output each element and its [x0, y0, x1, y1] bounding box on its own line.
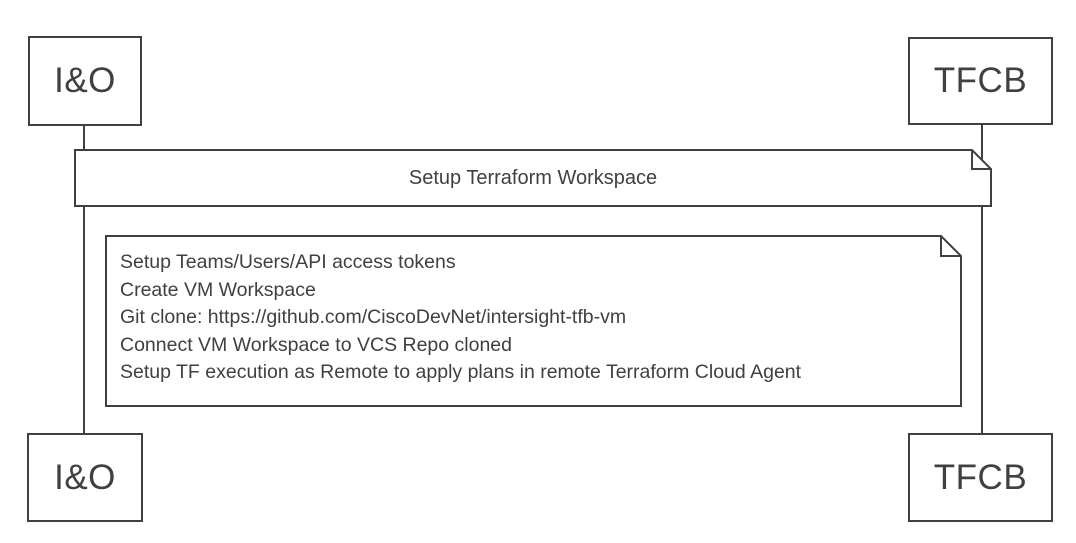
folded-corner-icon — [940, 236, 961, 257]
note-outline — [105, 235, 962, 407]
banner-note: Setup Terraform Workspace — [74, 149, 992, 207]
steps-note-shape — [105, 235, 962, 407]
steps-note-text: Setup Teams/Users/API access tokens Crea… — [120, 249, 938, 387]
lifeline-io — [83, 126, 85, 433]
note-line: Create VM Workspace — [120, 278, 316, 301]
note-line: Connect VM Workspace to VCS Repo cloned — [120, 333, 512, 356]
actor-label: TFCB — [933, 457, 1028, 497]
banner-note-shape — [74, 149, 992, 207]
actor-io-bottom: I&O — [27, 433, 143, 522]
note-line: Setup TF execution as Remote to apply pl… — [120, 361, 802, 383]
steps-note: Setup Teams/Users/API access tokens Crea… — [105, 235, 962, 407]
actor-label: TFCB — [933, 61, 1028, 100]
actor-label: I&O — [54, 457, 116, 497]
folded-corner-icon — [971, 150, 991, 170]
banner-note-label: Setup Terraform Workspace — [408, 166, 658, 189]
note-line: Setup Teams/Users/API access tokens — [120, 251, 456, 273]
lifeline-tfcb — [981, 125, 983, 433]
note-line: Git clone: https://github.com/CiscoDevNe… — [120, 306, 627, 328]
actor-label: I&O — [54, 61, 116, 100]
actor-io-top: I&O — [28, 36, 142, 126]
actor-tfcb-top: TFCB — [908, 37, 1053, 125]
note-outline — [74, 149, 992, 207]
actor-tfcb-bottom: TFCB — [908, 433, 1053, 522]
